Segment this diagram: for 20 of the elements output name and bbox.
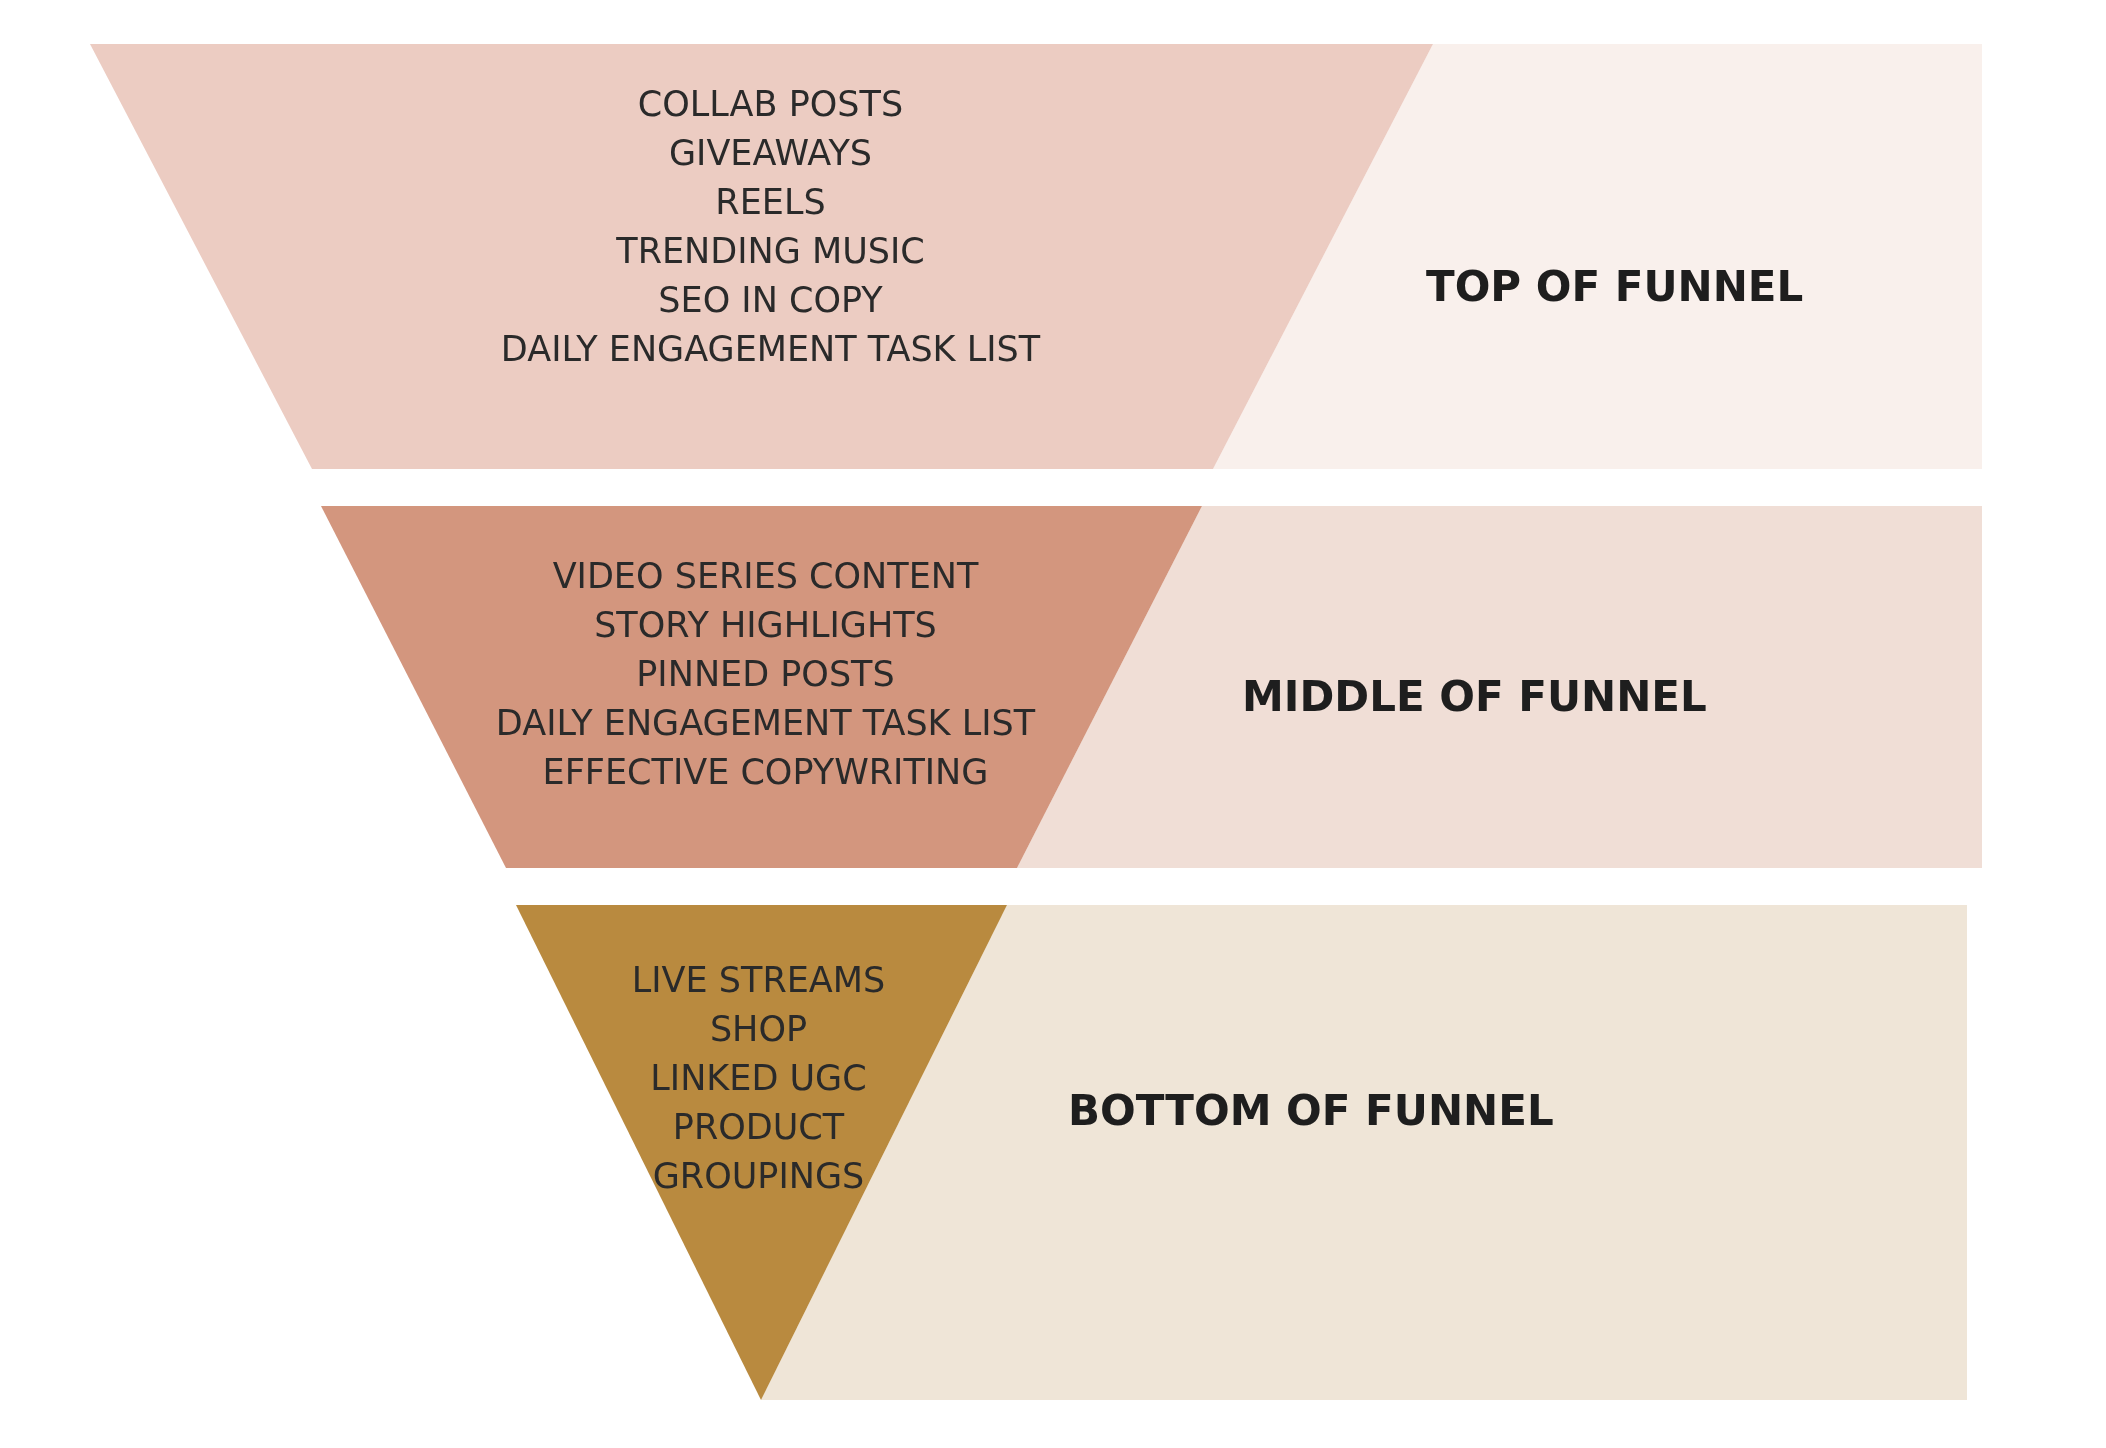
list-item: PINNED POSTS (636, 653, 895, 696)
list-item: DAILY ENGAGEMENT TASK LIST (495, 702, 1036, 745)
list-item: PRODUCT GROUPINGS (651, 1106, 866, 1198)
list-item: LINKED UGC (650, 1057, 867, 1100)
list-item: TRENDING MUSIC (616, 230, 925, 273)
list-item: REELS (715, 181, 826, 224)
list-item: DAILY ENGAGEMENT TASK LIST (500, 328, 1041, 371)
list-item: SEO IN COPY (658, 279, 883, 322)
funnel-segment (516, 905, 1007, 1400)
funnel-segment (321, 506, 1202, 868)
list-item: COLLAB POSTS (637, 83, 904, 126)
stage-label: TOP OF FUNNEL (1426, 262, 1804, 312)
list-item: LIVE STREAMS (631, 959, 886, 1002)
list-item: SHOP (709, 1008, 808, 1051)
list-item: GIVEAWAYS (668, 132, 872, 175)
list-item: EFFECTIVE COPYWRITING (542, 751, 989, 794)
stage-band (1213, 44, 1982, 469)
stage-label: BOTTOM OF FUNNEL (1068, 1086, 1554, 1136)
list-item: STORY HIGHLIGHTS (594, 604, 937, 647)
list-item: VIDEO SERIES CONTENT (552, 555, 979, 598)
